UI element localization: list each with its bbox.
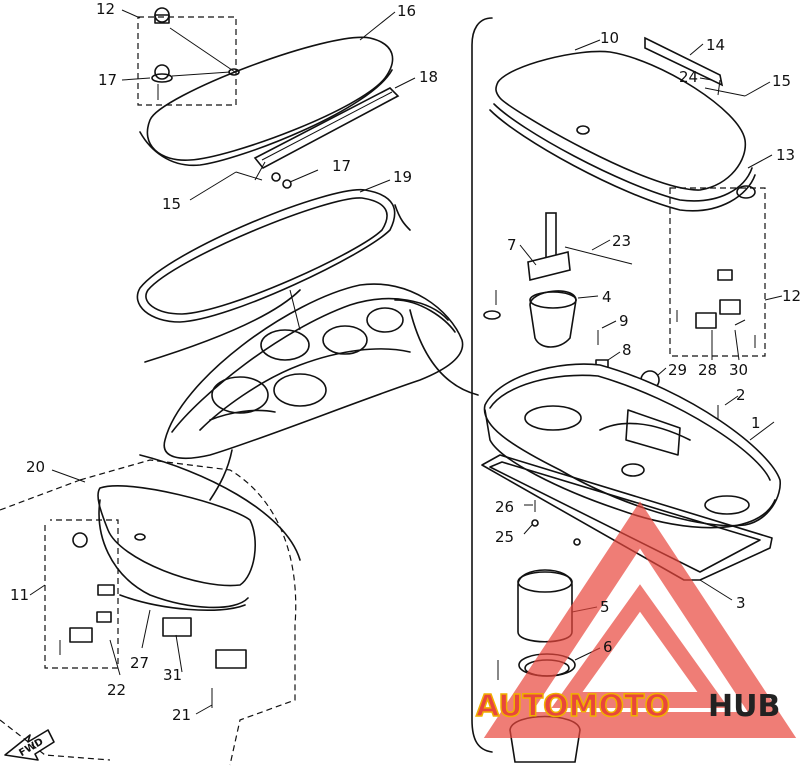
label-17-mid: 17 — [332, 157, 351, 175]
hinge-14 — [644, 36, 746, 97]
hatch-lid-16 — [139, 36, 394, 167]
label-24: 24 — [679, 68, 698, 86]
label-30: 30 — [729, 361, 748, 379]
leader-line — [209, 449, 233, 501]
label-21: 21 — [172, 706, 191, 724]
right-bracket — [471, 17, 493, 753]
label-19: 19 — [393, 168, 412, 186]
label-7: 7 — [507, 236, 517, 254]
label-23: 23 — [612, 232, 631, 250]
label-16: 16 — [397, 2, 416, 20]
fwd-arrow: FWD — [4, 729, 55, 761]
cup-4 — [529, 290, 577, 348]
label-1: 1 — [751, 414, 761, 432]
fastener-group-12-right — [669, 185, 766, 357]
watermark-text-secondary: HUB — [708, 689, 780, 724]
bracket-7 — [527, 212, 633, 281]
label-17-top: 17 — [98, 71, 117, 89]
label-31: 31 — [163, 666, 182, 684]
washer-25 — [531, 519, 539, 527]
label-12-right: 12 — [782, 287, 800, 305]
watermark-text-primary: AUTOMOTO — [476, 689, 670, 724]
label-15-right: 15 — [772, 72, 791, 90]
label-20: 20 — [26, 458, 45, 476]
label-8: 8 — [622, 341, 632, 359]
leader-line — [409, 309, 479, 396]
storage-lid-10 — [489, 50, 756, 212]
label-18: 18 — [419, 68, 438, 86]
watermark: AUTOMOTO HUB — [475, 501, 797, 738]
label-11: 11 — [10, 586, 29, 604]
label-22: 22 — [107, 681, 126, 699]
label-6: 6 — [603, 638, 613, 656]
label-3: 3 — [736, 594, 746, 612]
label-4: 4 — [602, 288, 612, 306]
seal-19 — [136, 189, 411, 323]
label-9: 9 — [619, 312, 629, 330]
washer — [573, 538, 581, 546]
front-hatch-group-20 — [0, 454, 301, 766]
hinge-18 — [235, 87, 400, 189]
clip — [483, 310, 501, 320]
part-labels: 1 2 3 4 5 6 7 8 9 10 11 12 12 13 14 15 1… — [10, 0, 800, 724]
label-13: 13 — [776, 146, 795, 164]
boat-hull — [163, 283, 464, 460]
label-25: 25 — [495, 528, 514, 546]
label-5: 5 — [600, 598, 610, 616]
leader-line — [144, 289, 301, 363]
label-26: 26 — [495, 498, 514, 516]
label-15-left: 15 — [162, 195, 181, 213]
label-10: 10 — [600, 29, 619, 47]
fastener-group-12-top — [137, 7, 240, 106]
label-12-top: 12 — [96, 0, 115, 18]
label-29: 29 — [668, 361, 687, 379]
label-28: 28 — [698, 361, 717, 379]
label-2: 2 — [736, 386, 746, 404]
label-14: 14 — [706, 36, 725, 54]
label-27: 27 — [130, 654, 149, 672]
